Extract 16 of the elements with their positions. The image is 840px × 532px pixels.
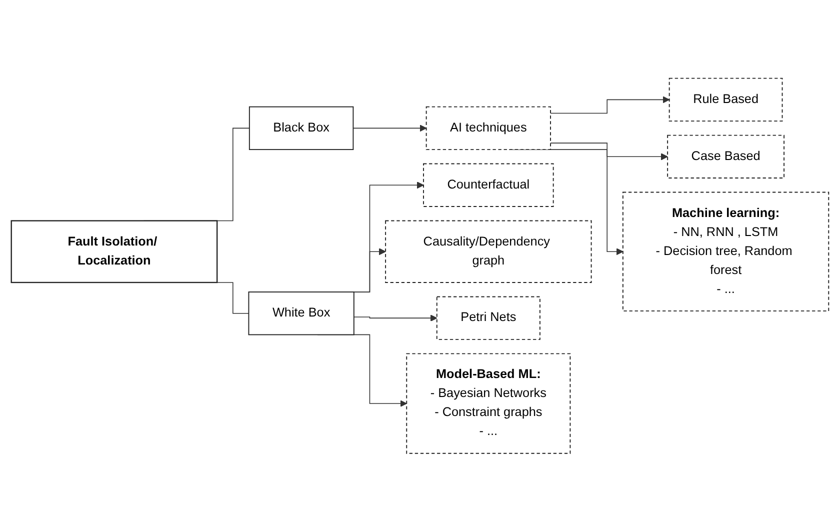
node-box (667, 134, 784, 179)
node-box (385, 220, 592, 284)
node-box (622, 192, 830, 312)
arrow (550, 96, 670, 114)
arrow (354, 314, 438, 322)
node-box (10, 220, 218, 284)
node-box (436, 296, 540, 340)
node-box (248, 106, 354, 150)
node-box (248, 292, 354, 336)
arrow (550, 142, 668, 160)
node-box (423, 163, 554, 208)
diagram: Fault Isolation/ Localization Black Box White Box AI techniques Rule Based Case Based Machine learning: - NN, RNN , LSTM - Decision tree, Random forest - ... Counterfactual Causality/Dependency graph Petri Nets Model-Based ML: - Bayesian Networks - Constraint graphs - ... (5, 72, 835, 460)
arrow (352, 124, 427, 132)
node-box (426, 106, 551, 150)
node-box (668, 78, 783, 122)
node-box (406, 353, 571, 454)
